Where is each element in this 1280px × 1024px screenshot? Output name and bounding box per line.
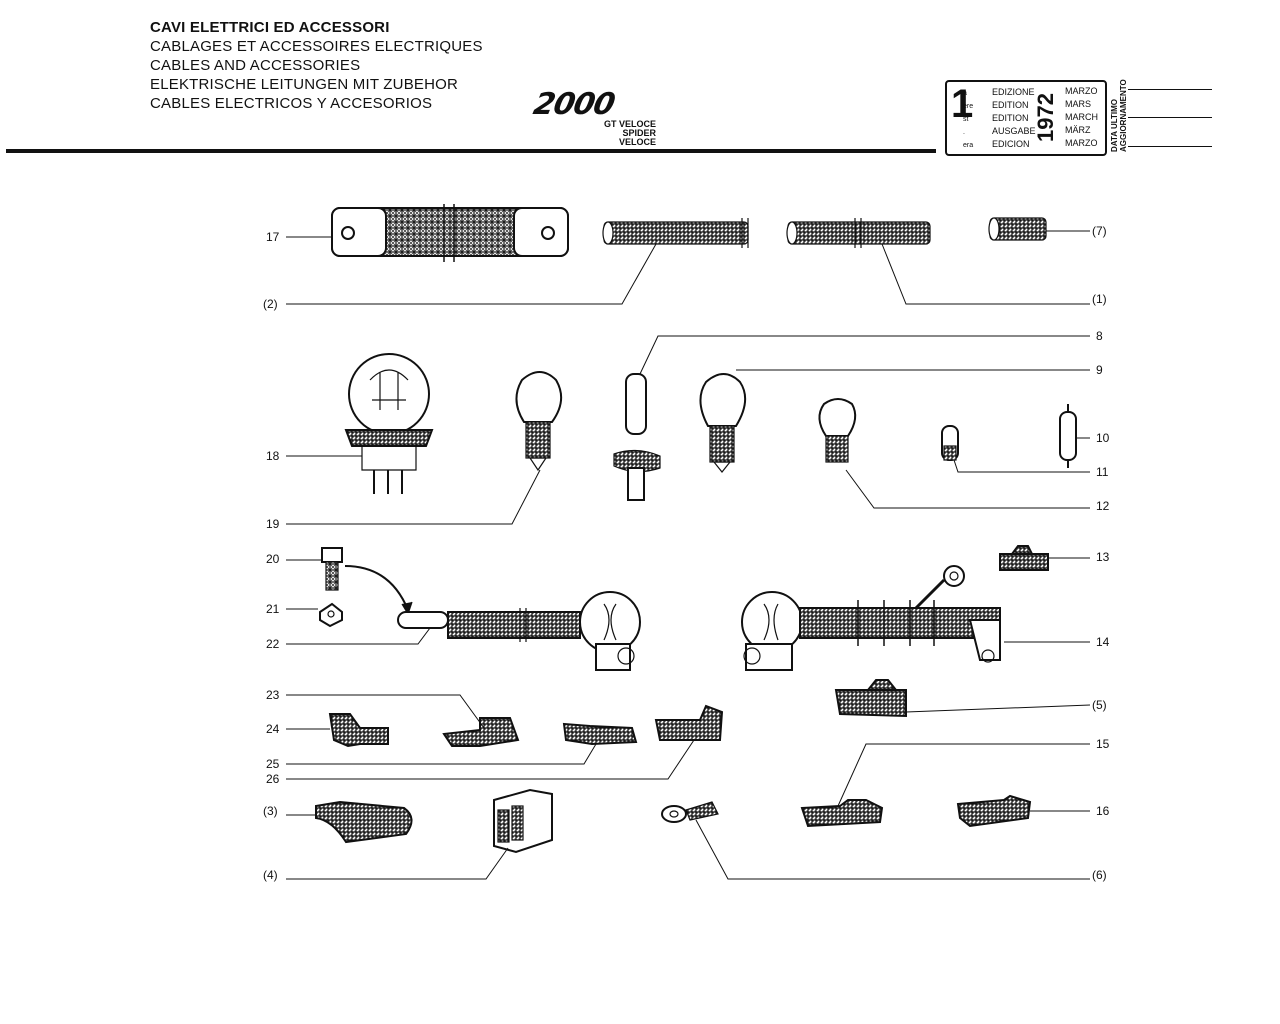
small-bulb-part bbox=[818, 398, 857, 463]
connector-26-part bbox=[654, 704, 724, 741]
edition-sup: . bbox=[963, 129, 965, 136]
connector-block-4-part bbox=[493, 788, 553, 854]
callout-19: 19 bbox=[266, 517, 280, 531]
callout-20: 20 bbox=[266, 552, 280, 566]
edition-month: MÄRZ bbox=[1065, 125, 1091, 135]
update-line bbox=[1128, 117, 1212, 118]
ring-terminal-6-part bbox=[661, 801, 719, 823]
edition-sup: a bbox=[963, 90, 967, 97]
sheath-part bbox=[786, 218, 931, 248]
edition-word: EDIZIONE bbox=[992, 87, 1035, 97]
title-spanish: CABLES ELECTRICOS Y ACCESORIOS bbox=[150, 95, 433, 112]
callout-5: (5) bbox=[1092, 698, 1107, 712]
connector-25-part bbox=[562, 722, 638, 746]
callout-3: (3) bbox=[263, 804, 278, 818]
callout-1: (1) bbox=[1092, 292, 1107, 306]
edition-month: MARCH bbox=[1065, 112, 1098, 122]
callout-8: 8 bbox=[1096, 329, 1103, 343]
connector-16-part bbox=[956, 794, 1032, 828]
headlamp-bulb-part bbox=[344, 353, 434, 494]
callout-21: 21 bbox=[266, 602, 280, 616]
edition-month: MARZO bbox=[1065, 138, 1098, 148]
boot-3-part bbox=[315, 800, 413, 844]
callout-26: 26 bbox=[266, 772, 280, 786]
callout-14: 14 bbox=[1096, 635, 1110, 649]
indicator-bulb-part bbox=[515, 371, 563, 472]
sleeve-part bbox=[988, 217, 1047, 241]
callout-18: 18 bbox=[266, 449, 280, 463]
edition-number: 1 bbox=[951, 82, 974, 126]
callout-4: (4) bbox=[263, 868, 278, 882]
edition-month: MARZO bbox=[1065, 86, 1098, 96]
edition-month: MARS bbox=[1065, 99, 1092, 109]
model-logo: 2000 GT VELOCE SPIDER VELOCE bbox=[530, 87, 656, 147]
cable-part bbox=[602, 218, 749, 248]
edition-sup: ere bbox=[963, 103, 974, 110]
header-rule bbox=[6, 149, 936, 153]
stop-bulb-part bbox=[699, 373, 747, 473]
edition-word: EDICION bbox=[992, 139, 1030, 149]
ground-strap-part bbox=[331, 204, 569, 262]
header-titles: CAVI ELETTRICI ED ACCESSORI CABLAGES ET … bbox=[150, 18, 483, 113]
callout-25: 25 bbox=[266, 757, 280, 771]
edition-word: AUSGABE bbox=[992, 126, 1036, 136]
connector-5-part bbox=[834, 679, 907, 718]
logo-gt-veloce: GT VELOCE bbox=[603, 119, 656, 129]
connector-23-part bbox=[442, 717, 520, 747]
edition-sup: st bbox=[963, 116, 969, 123]
callout-10: 10 bbox=[1096, 431, 1110, 445]
title-italian: CAVI ELETTRICI ED ACCESSORI bbox=[150, 19, 390, 36]
connector-24-part bbox=[328, 713, 389, 748]
bolt-part bbox=[321, 547, 343, 591]
leader-lines bbox=[286, 230, 1091, 880]
callout-11: 11 bbox=[1096, 465, 1109, 479]
edition-word: EDITION bbox=[992, 100, 1029, 110]
callout-22: 22 bbox=[266, 637, 280, 651]
terminal-13-part bbox=[999, 545, 1049, 571]
callout-17: 17 bbox=[266, 230, 280, 244]
festoon-bulb-part bbox=[1059, 404, 1077, 468]
title-french: CABLAGES ET ACCESSOIRES ELECTRIQUES bbox=[150, 38, 483, 55]
battery-cable-negative-part bbox=[397, 591, 641, 671]
callout-13: 13 bbox=[1096, 550, 1110, 564]
assembly-arrow bbox=[344, 565, 409, 611]
callout-7: (7) bbox=[1092, 224, 1107, 238]
edition-box: 1 a ere st . era EDIZIONE EDITION EDITIO… bbox=[945, 80, 1107, 156]
title-german: ELEKTRISCHE LEITUNGEN MIT ZUBEHOR bbox=[150, 76, 459, 93]
logo-spider-veloce: SPIDER VELOCE bbox=[618, 128, 656, 147]
title-english: CABLES AND ACCESSORIES bbox=[150, 57, 361, 74]
nut-part bbox=[319, 602, 343, 628]
wedge-bulb-part bbox=[941, 425, 959, 461]
callout-16: 16 bbox=[1096, 804, 1110, 818]
callout-2: (2) bbox=[263, 297, 278, 311]
callout-9: 9 bbox=[1096, 363, 1103, 377]
logo-subtitle: GT VELOCE SPIDER VELOCE bbox=[592, 120, 656, 147]
halogen-bulb-part bbox=[613, 373, 661, 501]
connector-15-part bbox=[800, 799, 884, 828]
battery-cable-positive-part bbox=[741, 565, 1001, 671]
callout-15: 15 bbox=[1096, 737, 1110, 751]
callout-12: 12 bbox=[1096, 499, 1110, 513]
callout-6: (6) bbox=[1092, 868, 1107, 882]
callout-24: 24 bbox=[266, 722, 280, 736]
update-line bbox=[1128, 89, 1212, 90]
callout-23: 23 bbox=[266, 688, 280, 702]
update-line bbox=[1128, 146, 1212, 147]
edition-sup: era bbox=[963, 142, 974, 149]
edition-word: EDITION bbox=[992, 113, 1029, 123]
